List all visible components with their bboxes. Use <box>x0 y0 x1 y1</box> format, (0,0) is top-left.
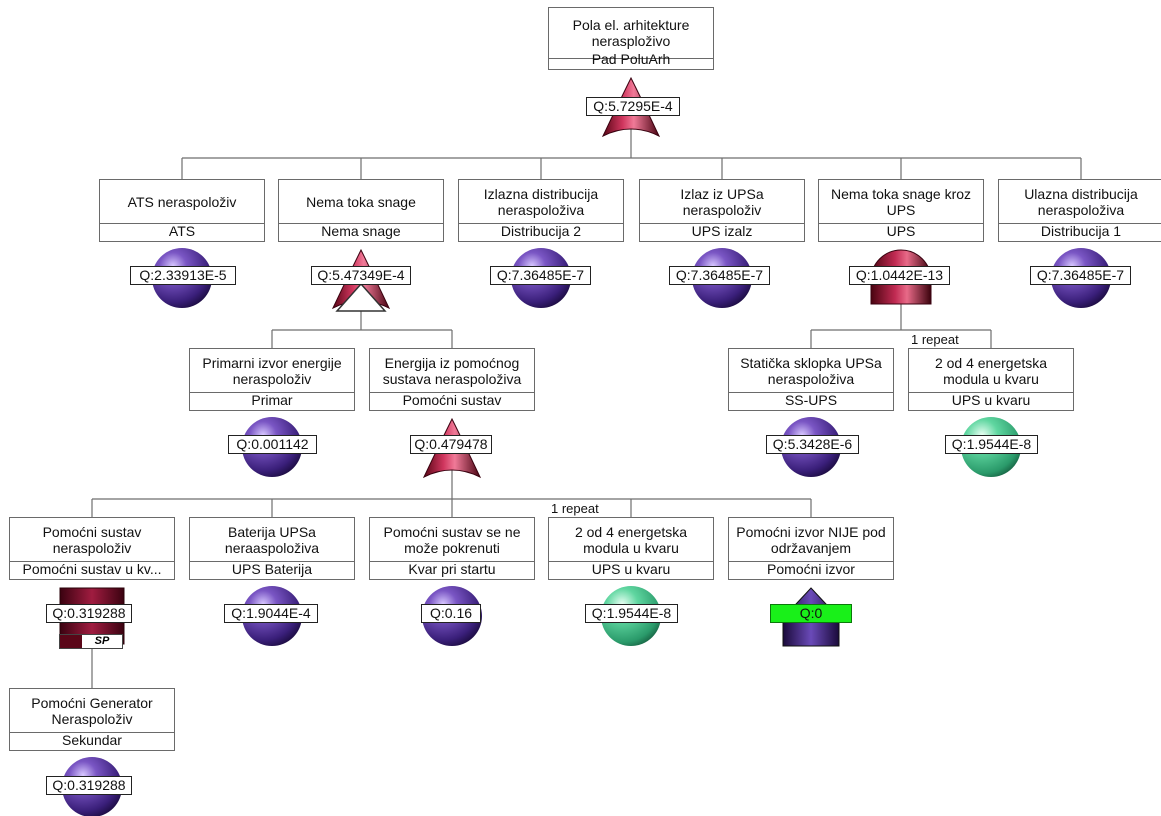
event-description: Pomoćni sustav se ne može pokrenuti <box>383 523 521 556</box>
probability-label: Q:5.47349E-4 <box>311 266 411 285</box>
event-description: Pomoćni sustav neraspoloživ <box>42 523 142 556</box>
transfer-triangle-icon <box>335 282 387 312</box>
event-divider <box>549 58 713 59</box>
event-name: Primar <box>251 392 293 408</box>
probability-label: Q:2.33913E-5 <box>130 266 236 285</box>
probability-label: Q:1.9544E-8 <box>585 604 678 623</box>
probability-label: Q:7.36485E-7 <box>490 266 591 285</box>
event-description: 2 od 4 energetska modula u kvaru <box>574 523 688 556</box>
event-name: SS-UPS <box>784 392 838 408</box>
event-description: 2 od 4 energetska modula u kvaru <box>934 354 1048 387</box>
event-divider <box>100 223 264 224</box>
event-divider <box>370 392 534 393</box>
probability-label: Q:0 <box>770 604 852 623</box>
event-description: Pomoćni izvor NIJE pod održavanjem <box>736 523 886 556</box>
event-name: Pomoćni sustav <box>402 392 502 408</box>
event-divider <box>190 392 354 393</box>
repeat-label: 1 repeat <box>548 501 602 516</box>
probability-label: Q:1.0442E-13 <box>849 266 950 285</box>
probability-label: Q:1.9544E-8 <box>945 435 1038 454</box>
event-divider <box>459 223 623 224</box>
event-divider <box>549 561 713 562</box>
probability-label: Q:0.479478 <box>410 435 492 454</box>
event-description: ATS neraspoloživ <box>127 193 237 210</box>
probability-label: Q:0.319288 <box>46 776 132 795</box>
event-description: Pomoćni Generator Neraspoloživ <box>31 694 153 727</box>
event-name: Distribucija 2 <box>500 223 582 239</box>
event-name: UPS u kvaru <box>591 561 671 577</box>
event-divider <box>279 223 443 224</box>
event-divider <box>370 561 534 562</box>
sp-gate-badge-fill <box>60 635 82 648</box>
probability-label: Q:7.36485E-7 <box>1030 266 1131 285</box>
event-name: UPS izalz <box>691 223 753 239</box>
event-name: Sekundar <box>62 732 122 748</box>
event-divider <box>819 223 983 224</box>
event-description: Statička sklopka UPSa neraspoloživa <box>740 354 882 387</box>
event-description: Ulazna distribucija neraspoloživa <box>1024 185 1138 218</box>
event-divider <box>999 223 1161 224</box>
probability-label: Q:5.3428E-6 <box>766 435 859 454</box>
event-name: UPS <box>886 223 916 239</box>
event-divider <box>10 732 174 733</box>
event-name: Nema snage <box>321 223 401 239</box>
repeat-label: 1 repeat <box>908 332 962 347</box>
event-divider <box>190 561 354 562</box>
sp-gate-badge: SP <box>59 634 123 649</box>
event-name: Distribucija 1 <box>1040 223 1122 239</box>
probability-label: Q:0.16 <box>421 604 481 623</box>
event-divider <box>640 223 804 224</box>
probability-label: Q:0.319288 <box>46 604 132 623</box>
event-divider <box>729 392 893 393</box>
event-name: UPS u kvaru <box>951 392 1031 408</box>
event-description: Primarni izvor energije neraspoloživ <box>202 354 342 387</box>
event-name: ATS <box>168 223 196 239</box>
probability-label: Q:1.9044E-4 <box>224 604 318 623</box>
event-description: Pola el. arhitekture nerasploživo <box>572 17 690 49</box>
event-description: Energija iz pomoćnog sustava neraspoloži… <box>382 354 522 387</box>
event-description: Izlaz iz UPSa neraspoloživ <box>680 185 764 218</box>
event-description: Nema toka snage <box>306 193 416 210</box>
probability-label: Q:0.001142 <box>228 435 317 454</box>
event-name: Kvar pri startu <box>408 561 496 577</box>
event-name: Pomoćni sustav u kv... <box>22 561 162 577</box>
event-box-pomocni[interactable]: Energija iz pomoćnog sustava neraspoloži… <box>369 348 535 411</box>
event-name: Pad PoluArh <box>591 51 671 67</box>
event-name: Pomoćni izvor <box>767 561 855 577</box>
event-description: Nema toka snage kroz UPS <box>830 185 972 218</box>
event-divider <box>10 561 174 562</box>
event-divider <box>729 561 893 562</box>
event-description: Baterija UPSa neraaspoloživa <box>224 523 320 556</box>
event-name: UPS Baterija <box>231 561 313 577</box>
event-description: Izlazna distribucija neraspoloživa <box>483 185 599 218</box>
sp-gate-label: SP <box>94 635 110 647</box>
event-divider <box>909 392 1073 393</box>
probability-label: Q:5.7295E-4 <box>586 97 680 116</box>
probability-label: Q:7.36485E-7 <box>669 266 770 285</box>
event-box-nemaups[interactable]: Nema toka snage kroz UPS UPS <box>818 179 984 242</box>
